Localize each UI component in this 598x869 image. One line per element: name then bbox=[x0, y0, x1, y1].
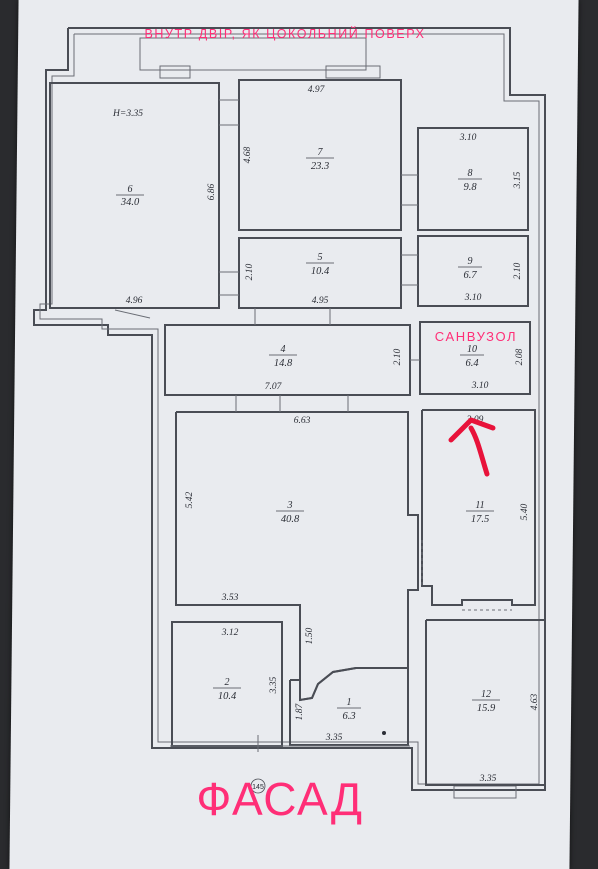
dim-7-07: 7.07 bbox=[265, 382, 283, 392]
dim-3-35-b: 3.35 bbox=[325, 733, 343, 743]
room-1 bbox=[289, 667, 409, 746]
dim-3-35-c: 3.35 bbox=[479, 774, 497, 784]
room-2-area: 10.4 bbox=[218, 691, 237, 702]
room-11-area: 17.5 bbox=[471, 514, 489, 525]
room-9-number: 9 bbox=[468, 256, 473, 267]
room-11 bbox=[421, 409, 536, 611]
dim-3-35-a: 3.35 bbox=[269, 676, 279, 694]
room-12 bbox=[425, 619, 546, 786]
room-6-area: 34.0 bbox=[120, 197, 140, 208]
dim-2-10-c: 2.10 bbox=[393, 348, 403, 365]
dim-3-53: 3.53 bbox=[221, 593, 239, 603]
dim-3-10-a: 3.10 bbox=[459, 133, 477, 143]
dim-3-12: 3.12 bbox=[221, 628, 239, 638]
stamp-number: 145 bbox=[252, 784, 264, 791]
stamp: 145 bbox=[250, 778, 266, 794]
room-12-area: 15.9 bbox=[477, 703, 496, 714]
dim-4-63: 4.63 bbox=[530, 693, 540, 710]
dim-1-50: 1.50 bbox=[305, 627, 315, 644]
header-note: ВНУТР ДВІР, ЯК ЦОКОЛЬНИЙ ПОВЕРХ bbox=[144, 26, 425, 41]
room-4-number: 4 bbox=[281, 344, 286, 355]
room-labels: 6 34.0 7 23.3 8 9.8 5 10.4 9 6.7 4 14.8 … bbox=[116, 147, 500, 722]
outer-walls bbox=[33, 27, 546, 799]
dim-6-63: 6.63 bbox=[294, 416, 311, 426]
room-7-number: 7 bbox=[318, 147, 324, 158]
room-9 bbox=[417, 235, 529, 307]
room-5-area: 10.4 bbox=[311, 266, 330, 277]
room-2-number: 2 bbox=[225, 677, 230, 688]
dim-2-10-a: 2.10 bbox=[245, 263, 255, 280]
annotations: ВНУТР ДВІР, ЯК ЦОКОЛЬНИЙ ПОВЕРХ САНВУЗОЛ… bbox=[144, 26, 517, 825]
room-4-area: 14.8 bbox=[274, 358, 293, 369]
dim-3-10-c: 3.10 bbox=[471, 381, 489, 391]
room-6 bbox=[49, 82, 220, 309]
openings bbox=[114, 99, 420, 752]
sanuzol-label: САНВУЗОЛ bbox=[435, 329, 517, 344]
facade-label: ФАСАД bbox=[196, 773, 363, 825]
room-1-area: 6.3 bbox=[342, 711, 355, 722]
dim-3-10-b: 3.10 bbox=[464, 293, 482, 303]
room-10-number: 10 bbox=[467, 344, 477, 355]
dim-4-97: 4.97 bbox=[308, 85, 326, 95]
room-5-number: 5 bbox=[318, 252, 323, 263]
dim-4-95: 4.95 bbox=[312, 296, 329, 306]
room-9-area: 6.7 bbox=[463, 270, 477, 281]
dim-2-10-b: 2.10 bbox=[513, 262, 523, 279]
room-6-number: 6 bbox=[128, 184, 133, 195]
room-1-number: 1 bbox=[347, 697, 352, 708]
room-5 bbox=[238, 237, 402, 309]
dim-5-42: 5.42 bbox=[185, 491, 195, 508]
room-11-number: 11 bbox=[475, 500, 484, 511]
room-3 bbox=[175, 411, 419, 702]
room-7-area: 23.3 bbox=[311, 161, 329, 172]
room-12-number: 12 bbox=[481, 689, 491, 700]
dim-1-87: 1.87 bbox=[295, 702, 305, 720]
dim-4-68: 4.68 bbox=[243, 146, 253, 163]
room-3-number: 3 bbox=[287, 500, 293, 511]
room-8-area: 9.8 bbox=[463, 182, 477, 193]
dim-5-40: 5.40 bbox=[520, 503, 530, 520]
room-10 bbox=[419, 321, 531, 395]
dim-4-96: 4.96 bbox=[126, 296, 143, 306]
dim-2-08: 2.08 bbox=[515, 348, 525, 365]
room-8 bbox=[417, 127, 529, 231]
red-arrow-icon bbox=[448, 417, 496, 477]
room-10-area: 6.4 bbox=[465, 358, 479, 369]
dim-3-15: 3.15 bbox=[513, 171, 523, 189]
room-7 bbox=[238, 79, 402, 231]
height-note: H=3.35 bbox=[112, 109, 143, 119]
dim-6-86: 6.86 bbox=[207, 183, 217, 200]
room-8-number: 8 bbox=[468, 168, 473, 179]
room-3-area: 40.8 bbox=[281, 514, 300, 525]
